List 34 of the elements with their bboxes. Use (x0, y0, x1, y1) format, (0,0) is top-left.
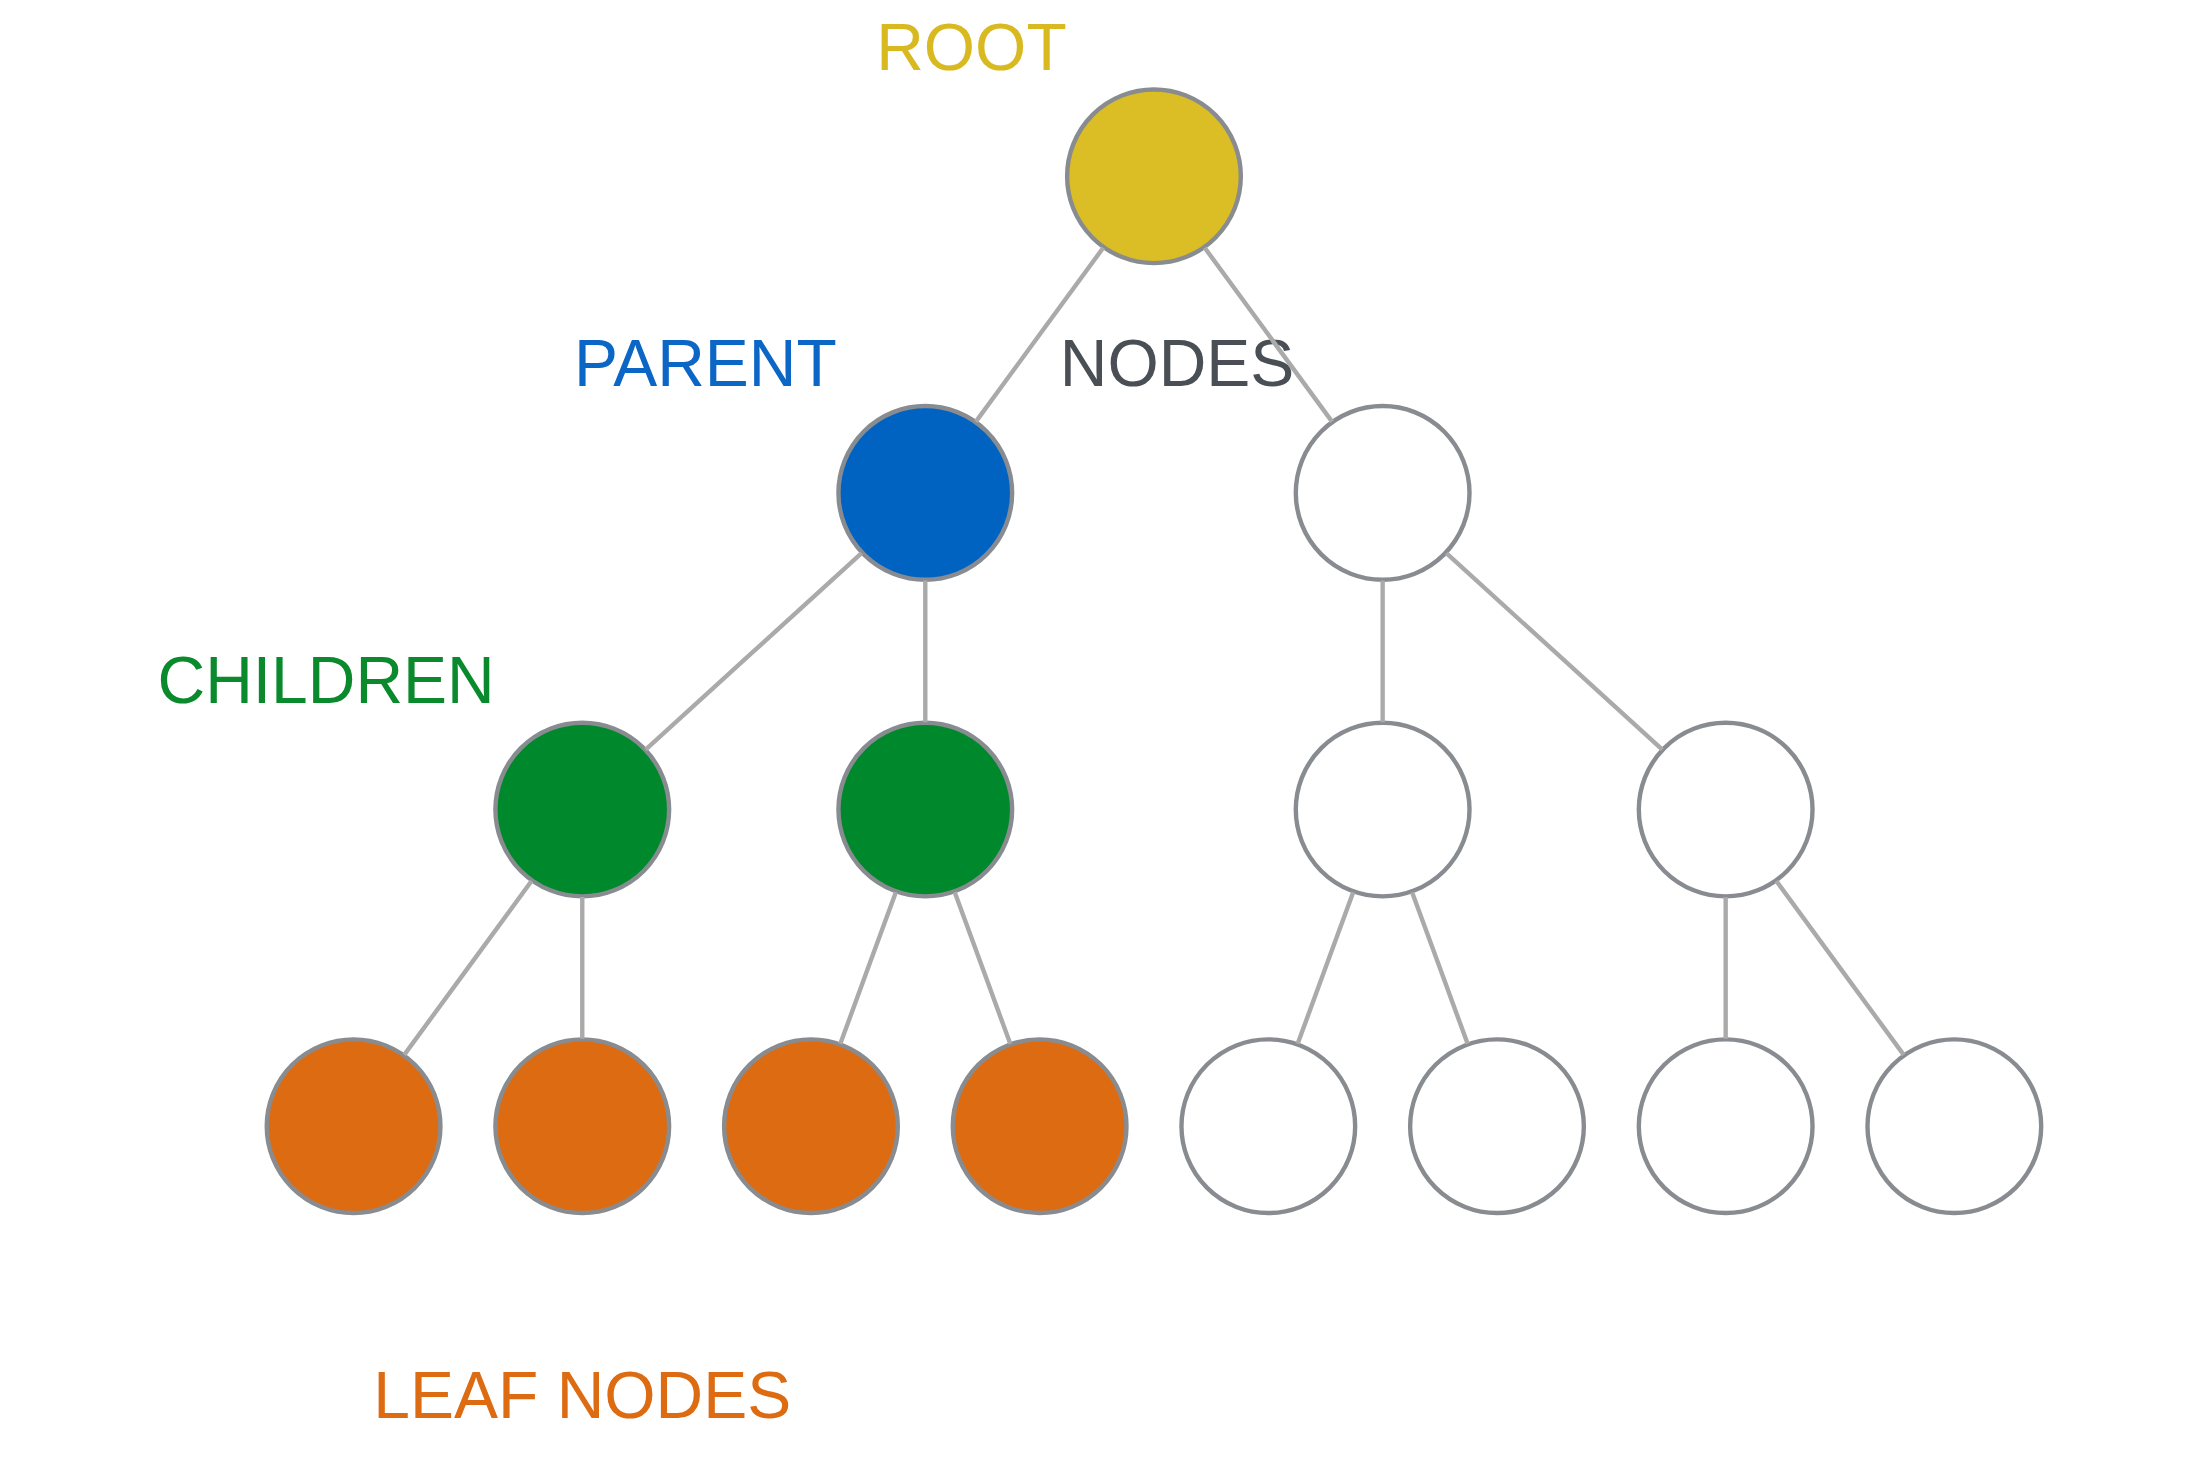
connector (1723, 897, 1728, 1039)
connector (1774, 879, 1906, 1057)
node-circle (1064, 87, 1244, 266)
node-label: ROOT (876, 9, 1067, 84)
node-circle (1407, 1037, 1587, 1216)
node-label: NODES (1059, 326, 1295, 401)
node-circle (493, 720, 672, 899)
connector (952, 891, 1013, 1045)
connector (644, 551, 864, 752)
connector (1202, 246, 1334, 423)
node-label: PARENT (574, 326, 837, 401)
connector (1380, 580, 1385, 723)
connector (580, 897, 585, 1039)
node-circle (836, 720, 1015, 899)
node-circle (836, 403, 1015, 582)
connector (923, 580, 928, 723)
connector (402, 879, 534, 1057)
node-circle (1179, 1037, 1358, 1216)
node-circle (1293, 403, 1472, 582)
connector (838, 891, 898, 1045)
node-circle (950, 1037, 1129, 1216)
node-circle (1865, 1037, 2044, 1216)
connector (974, 246, 1105, 423)
label: LEAF NODES (373, 1357, 792, 1432)
connector (1295, 891, 1356, 1045)
node-circle (1636, 1037, 1815, 1216)
connector (1410, 891, 1470, 1045)
node-circle (721, 1037, 900, 1216)
node-circle (1636, 720, 1815, 899)
node-circle (1293, 720, 1472, 899)
node-circle (264, 1037, 443, 1216)
node-label: CHILDREN (157, 642, 495, 717)
node-circle (493, 1037, 672, 1216)
connector (1444, 551, 1664, 752)
